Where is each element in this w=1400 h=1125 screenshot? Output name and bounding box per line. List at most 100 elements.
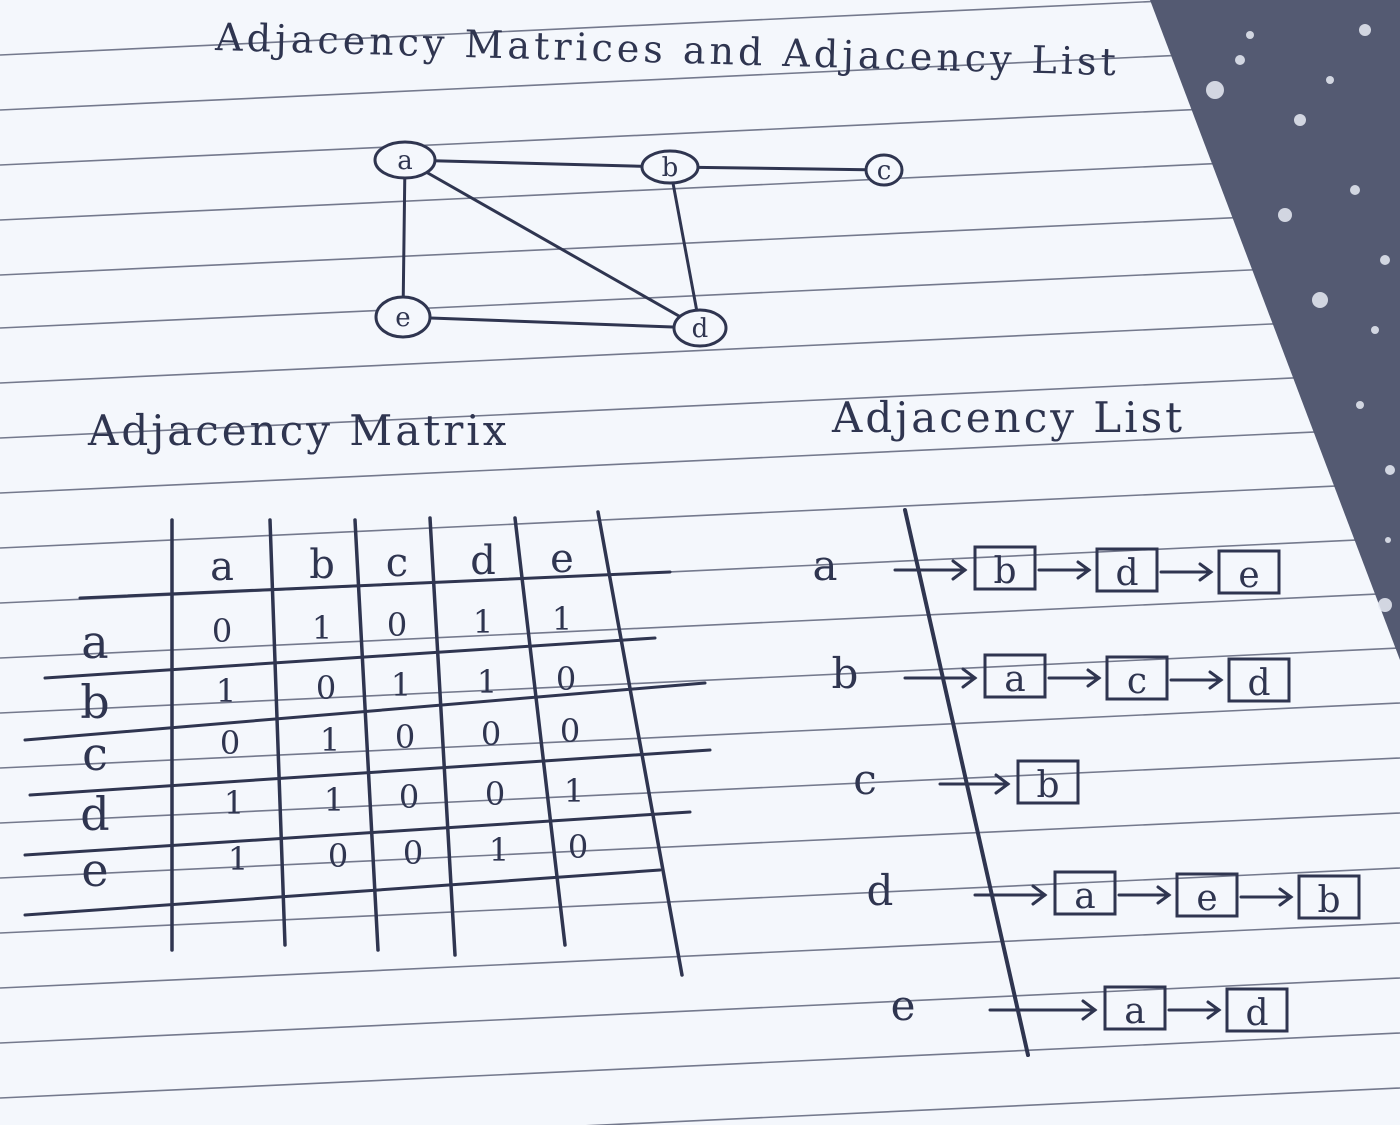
matrix-cell: 1 bbox=[324, 781, 344, 819]
matrix-cell: 0 bbox=[387, 606, 407, 644]
matrix-col-header-e: e bbox=[550, 536, 574, 582]
matrix-cell: 1 bbox=[564, 772, 584, 810]
ruled-line bbox=[0, 99, 1400, 166]
list-neighbor-box bbox=[1217, 549, 1281, 595]
list-neighbor-e: e bbox=[1238, 555, 1259, 596]
graph-edges bbox=[401, 158, 886, 330]
graph-node-e bbox=[374, 295, 432, 339]
ruled-line bbox=[0, 812, 1400, 879]
list-arrow-head bbox=[1278, 887, 1294, 907]
graph-edge-b-c bbox=[668, 165, 886, 172]
list-neighbor-box bbox=[1053, 870, 1117, 916]
matrix-cell: 1 bbox=[473, 603, 493, 641]
graph-node-a bbox=[373, 140, 437, 180]
ruled-line bbox=[0, 262, 1400, 329]
list-neighbor-c: c bbox=[1127, 661, 1147, 702]
list-node-e: e bbox=[891, 981, 916, 1030]
list-neighbor-box bbox=[983, 653, 1047, 699]
ruled-line bbox=[0, 482, 1400, 549]
list-arrow-head bbox=[1081, 999, 1098, 1021]
list-node-d: d bbox=[867, 866, 894, 915]
list-neighbor-box bbox=[973, 545, 1037, 591]
list-neighbor-box bbox=[1175, 872, 1239, 918]
list-neighbor-box bbox=[1105, 655, 1169, 701]
ruled-line bbox=[0, 372, 1400, 439]
graph-node-c bbox=[864, 153, 904, 187]
matrix-cell: 0 bbox=[568, 828, 588, 866]
list-neighbor-d: d bbox=[1115, 553, 1138, 594]
matrix-row-header-a: a bbox=[81, 615, 108, 669]
ruled-line bbox=[0, 154, 1400, 221]
matrix-cell: 1 bbox=[320, 721, 340, 759]
ruled-line bbox=[0, 1032, 1400, 1099]
matrix-col-header-c: c bbox=[386, 540, 408, 586]
list-neighbor-d: d bbox=[1245, 993, 1268, 1034]
list-neighbor-box bbox=[1225, 987, 1289, 1033]
notebook-binding-shadow bbox=[1150, 0, 1400, 660]
matrix-grid-lines bbox=[23, 510, 712, 977]
adjacency-list-heading: Adjacency List bbox=[831, 393, 1185, 442]
list-arrow-head bbox=[961, 667, 978, 689]
list-arrow-head bbox=[1086, 668, 1102, 688]
ruled-line bbox=[0, 44, 1400, 111]
graph-node-label-e: e bbox=[395, 303, 410, 333]
matrix-column-line bbox=[513, 516, 567, 947]
graph-node-label-d: d bbox=[692, 314, 709, 344]
matrix-cell: 0 bbox=[403, 834, 423, 872]
graph-node-label-a: a bbox=[397, 146, 413, 176]
matrix-row-line bbox=[23, 681, 707, 742]
ruled-line bbox=[0, 867, 1400, 934]
list-neighbor-e: e bbox=[1196, 878, 1217, 919]
graph-node-b bbox=[640, 149, 700, 185]
matrix-col-header-a: a bbox=[210, 544, 234, 590]
matrix-cell: 0 bbox=[399, 778, 419, 816]
list-neighbor-box bbox=[1095, 547, 1159, 593]
matrix-row-header-d: d bbox=[80, 787, 109, 841]
matrix-cell: 0 bbox=[560, 712, 580, 750]
list-node-c: c bbox=[853, 755, 877, 804]
matrix-cell: 0 bbox=[316, 669, 336, 707]
binding-texture bbox=[1206, 24, 1395, 612]
matrix-cell: 1 bbox=[228, 840, 248, 878]
matrix-row-line bbox=[28, 748, 712, 797]
matrix-cell: 0 bbox=[481, 715, 501, 753]
matrix-column-line bbox=[353, 518, 380, 952]
matrix-row-line bbox=[78, 570, 672, 600]
list-neighbor-box bbox=[1016, 759, 1080, 805]
ruled-line bbox=[0, 317, 1400, 384]
list-arrow-head bbox=[1156, 885, 1172, 905]
matrix-cell: 1 bbox=[477, 663, 497, 701]
matrix-cell: 1 bbox=[216, 672, 236, 710]
matrix-cell: 0 bbox=[328, 837, 348, 875]
ruled-line bbox=[0, 922, 1400, 989]
ruled-line bbox=[0, 427, 1400, 494]
matrix-cell: 1 bbox=[224, 784, 244, 822]
graph-node-d bbox=[672, 308, 728, 348]
matrix-row-header-e: e bbox=[81, 843, 108, 897]
matrix-cell: 0 bbox=[212, 612, 232, 650]
matrix-row-line bbox=[43, 636, 657, 680]
list-arrow-head bbox=[1206, 1000, 1222, 1020]
matrix-col-header-d: d bbox=[470, 538, 496, 584]
graph-edge-b-d bbox=[668, 165, 702, 330]
matrix-cell: 1 bbox=[489, 831, 509, 869]
graph-edge-a-b bbox=[403, 158, 672, 169]
matrix-cell: 1 bbox=[391, 666, 411, 704]
ruled-line bbox=[0, 209, 1400, 276]
ruled-line bbox=[0, 1087, 1400, 1125]
list-arrow-head bbox=[951, 559, 968, 581]
matrix-row-header-c: c bbox=[82, 727, 108, 781]
list-neighbor-box bbox=[1297, 874, 1361, 920]
